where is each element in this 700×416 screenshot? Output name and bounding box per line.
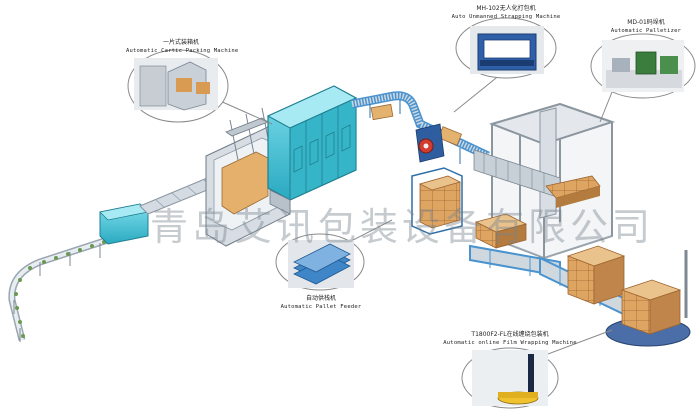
strapping-machine-unit <box>415 123 445 163</box>
pallet-load-middle <box>566 245 626 305</box>
label-carton-cn: 一片式装箱机 <box>162 39 199 46</box>
label-palletizer-cn: MD-01码垛机 <box>627 19 665 26</box>
palletizer-rollers <box>473 149 601 208</box>
label-carton-packing: 一片式装箱机 Automatic Cartic Packing Machine <box>126 38 239 56</box>
cyan-case-packer <box>266 85 358 215</box>
infeed-unit <box>99 203 149 245</box>
label-palletizer-en: Automatic Palletizer <box>610 28 682 34</box>
label-palletizer: MD-01码垛机 Automatic Palletizer <box>602 18 690 36</box>
callout-photo-feeder <box>288 240 354 288</box>
callout-photo-strapping <box>470 26 544 74</box>
label-pallet-feeder: 自动供栈机 Automatic Pallet Feeder <box>276 294 366 312</box>
callout-photo-carton <box>134 58 218 111</box>
label-strapping-cn: MH-102无人化打包机 <box>476 5 536 12</box>
label-wrapping: T1800F2-FL在线缠绕包装机 Automatic online Film … <box>440 330 580 348</box>
pallet-load-center <box>474 213 528 249</box>
callout-photo-wrapping <box>472 350 548 406</box>
pallet-stack-left <box>411 167 463 235</box>
bottle-conveyor <box>8 232 122 342</box>
label-wrapping-cn: T1800F2-FL在线缠绕包装机 <box>471 331 549 338</box>
callout-photo-palletizer <box>602 40 684 92</box>
label-strapping: MH-102无人化打包机 Auto Unmanned Strapping Mac… <box>446 4 566 22</box>
label-carton-en: Automatic Cartic Packing Machine <box>126 48 239 54</box>
label-feeder-en: Automatic Pallet Feeder <box>280 304 362 310</box>
pallet-load-wrapped <box>605 250 691 347</box>
label-wrapping-en: Automatic online Film Wrapping Machine <box>443 340 577 346</box>
company-watermark: 青岛艾讯包装设备有限公司 <box>150 205 655 249</box>
label-strapping-en: Auto Unmanned Strapping Machine <box>451 14 561 20</box>
label-feeder-cn: 自动供栈机 <box>305 295 336 302</box>
